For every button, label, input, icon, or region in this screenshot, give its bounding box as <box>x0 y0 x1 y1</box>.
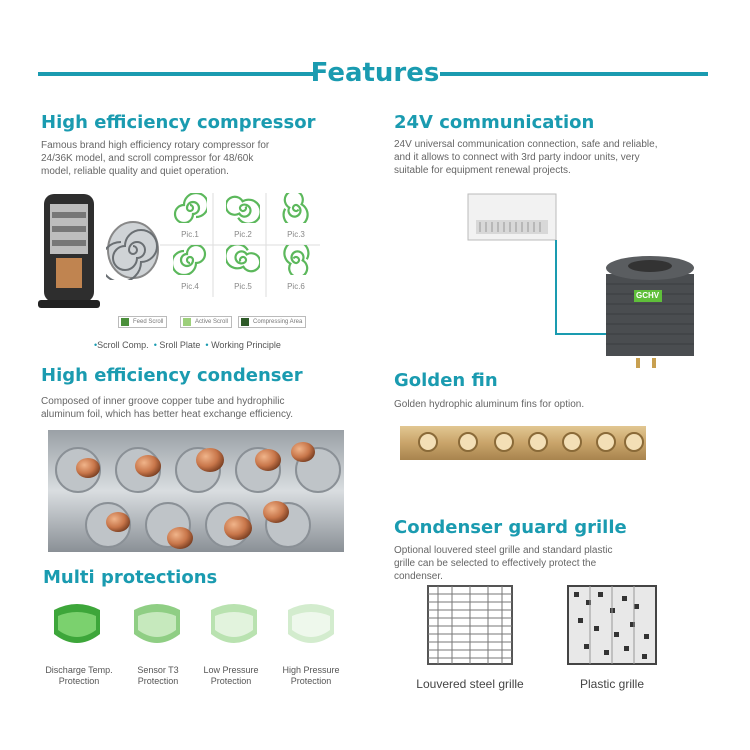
scroll-swirl-icon <box>282 189 309 228</box>
scroll-pic-label: Pic.6 <box>287 282 305 291</box>
sensor-t3-protection-icon <box>134 604 180 643</box>
scroll-pic-label: Pic.4 <box>181 282 199 291</box>
louvered-steel-grille-label: Louvered steel grille <box>416 677 524 691</box>
compressor-heading: High efficiency compressor <box>41 112 316 133</box>
title-rule-left <box>38 72 313 76</box>
condenser-coil-image <box>48 430 344 552</box>
plastic-grille-image <box>567 585 657 665</box>
communication-description: 24V universal communication connection, … <box>394 139 658 176</box>
scroll-plate-image <box>106 221 159 280</box>
low-pressure-protection-icon <box>211 604 257 643</box>
scroll-pic-6: Pic.6 <box>271 240 321 291</box>
guard-description: Optional louvered steel grille and stand… <box>394 545 613 582</box>
golden-fin-description: Golden hydrophic aluminum fins for optio… <box>394 399 585 410</box>
guard-heading: Condenser guard grille <box>394 517 627 538</box>
communication-cable <box>555 240 606 335</box>
protections-heading: Multi protections <box>43 567 218 588</box>
outdoor-unit-brand: GCHV <box>636 291 660 300</box>
scroll-swirl-icon <box>170 243 207 277</box>
legend-active-scroll: Active Scroll <box>180 316 233 328</box>
scroll-pic-label: Pic.2 <box>234 230 252 239</box>
compressor-sublegend: •Scroll Comp. • Sroll Plate • Working Pr… <box>94 340 281 350</box>
outdoor-unit-image <box>606 256 694 368</box>
scroll-swirl-icon <box>173 191 210 225</box>
scroll-swirl-icon <box>224 195 262 225</box>
scroll-pic-3: Pic.3 <box>271 189 321 239</box>
golden-fin-heading: Golden fin <box>394 370 498 391</box>
scroll-pic-label: Pic.5 <box>234 282 252 291</box>
louvered-steel-grille-image <box>427 585 513 665</box>
condenser-description: Composed of inner groove copper tube and… <box>41 396 293 420</box>
high-pressure-protection-icon <box>288 604 334 643</box>
title-rule-right <box>440 72 708 76</box>
scroll-pic-4: Pic.4 <box>165 243 215 291</box>
condenser-heading: High efficiency condenser <box>41 365 303 386</box>
scroll-pic-label: Pic.1 <box>181 230 199 239</box>
scroll-pic-2: Pic.2 <box>218 193 268 239</box>
protection-label: Discharge Temp.Protection <box>45 665 113 686</box>
legend-feed-scroll: Feed Scroll <box>118 316 168 328</box>
legend-compressing-area: Compressing Area <box>238 316 307 328</box>
communication-heading: 24V communication <box>394 112 595 133</box>
scroll-swirl-icon <box>283 240 310 279</box>
discharge-temp-protection-icon <box>54 604 100 643</box>
compressor-description: Famous brand high efficiency rotary comp… <box>41 140 270 177</box>
plastic-grille-label: Plastic grille <box>579 677 645 691</box>
scroll-pic-5: Pic.5 <box>218 243 268 291</box>
scroll-pic-label: Pic.3 <box>287 230 305 239</box>
indoor-unit-image <box>467 193 557 241</box>
scroll-pic-1: Pic.1 <box>165 191 215 239</box>
scroll-compressor-image <box>38 194 100 308</box>
golden-fin-image <box>400 426 646 460</box>
scroll-swirl-icon <box>224 243 262 273</box>
page-title: Features <box>310 58 440 88</box>
